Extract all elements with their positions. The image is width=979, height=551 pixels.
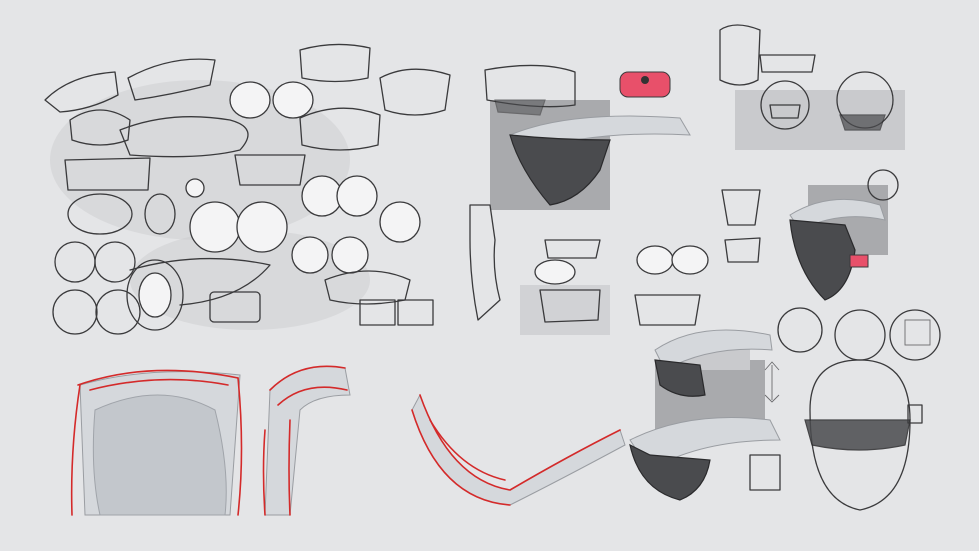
headband-renders-red-lines — [70, 365, 626, 516]
glasses-concepts — [44, 43, 451, 335]
headset-concepts-top-center — [469, 64, 709, 335]
headset-fit-studies-top-right — [719, 24, 905, 301]
accent-device-sketch — [619, 71, 671, 98]
headset-side-views — [777, 307, 941, 361]
headset-final-concept — [629, 329, 923, 511]
